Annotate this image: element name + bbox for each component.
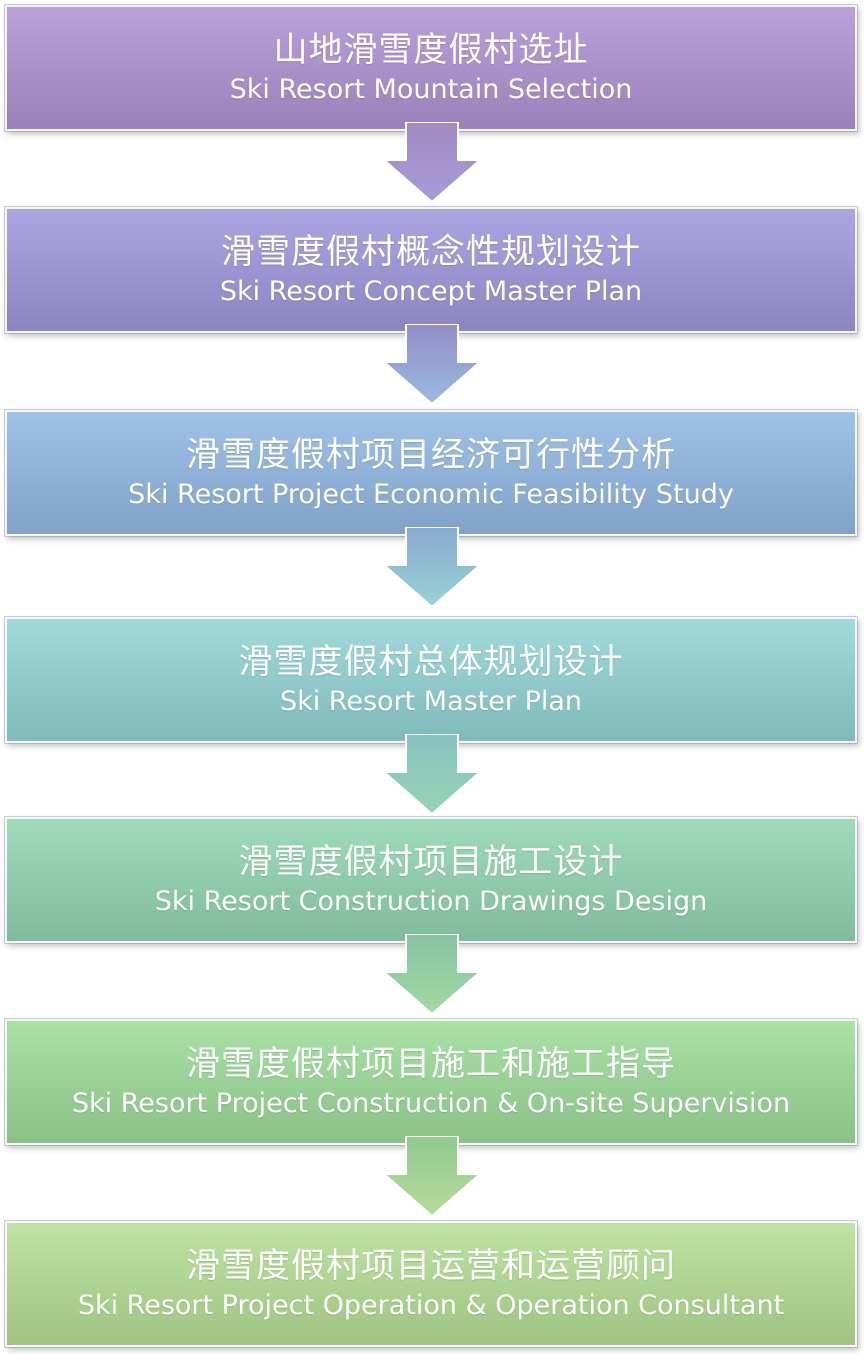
- step-operation-consultant: 滑雪度假村项目运营和运营顾问 Ski Resort Project Operat…: [5, 1221, 857, 1347]
- step-title-zh: 滑雪度假村项目施工设计: [238, 842, 624, 882]
- step-master-plan: 滑雪度假村总体规划设计 Ski Resort Master Plan: [5, 617, 857, 743]
- down-arrow-icon: [382, 122, 482, 204]
- step-title-zh: 滑雪度假村概念性规划设计: [221, 232, 641, 272]
- step-title-en: Ski Resort Master Plan: [279, 686, 583, 717]
- down-arrow-icon: [382, 527, 482, 609]
- step-construction-supervision: 滑雪度假村项目施工和施工指导 Ski Resort Project Constr…: [5, 1019, 857, 1145]
- step-title-en: Ski Resort Project Economic Feasibility …: [128, 479, 734, 510]
- step-title-en: Ski Resort Project Construction & On-sit…: [71, 1088, 791, 1119]
- step-title-zh: 滑雪度假村项目施工和施工指导: [186, 1044, 676, 1084]
- down-arrow-icon: [382, 934, 482, 1016]
- step-title-en: Ski Resort Concept Master Plan: [219, 276, 643, 307]
- step-economic-feasibility-study: 滑雪度假村项目经济可行性分析 Ski Resort Project Econom…: [5, 410, 857, 536]
- step-title-zh: 滑雪度假村总体规划设计: [238, 642, 624, 682]
- step-construction-drawings-design: 滑雪度假村项目施工设计 Ski Resort Construction Draw…: [5, 817, 857, 943]
- step-title-zh: 山地滑雪度假村选址: [273, 30, 589, 70]
- step-concept-master-plan: 滑雪度假村概念性规划设计 Ski Resort Concept Master P…: [5, 207, 857, 333]
- down-arrow-icon: [382, 324, 482, 406]
- down-arrow-icon: [382, 734, 482, 816]
- step-title-zh: 滑雪度假村项目经济可行性分析: [186, 435, 676, 475]
- step-mountain-selection: 山地滑雪度假村选址 Ski Resort Mountain Selection: [5, 5, 857, 131]
- step-title-zh: 滑雪度假村项目运营和运营顾问: [186, 1246, 676, 1286]
- step-title-en: Ski Resort Project Operation & Operation…: [77, 1290, 785, 1321]
- step-title-en: Ski Resort Construction Drawings Design: [154, 886, 708, 917]
- step-title-en: Ski Resort Mountain Selection: [229, 74, 633, 105]
- down-arrow-icon: [382, 1136, 482, 1218]
